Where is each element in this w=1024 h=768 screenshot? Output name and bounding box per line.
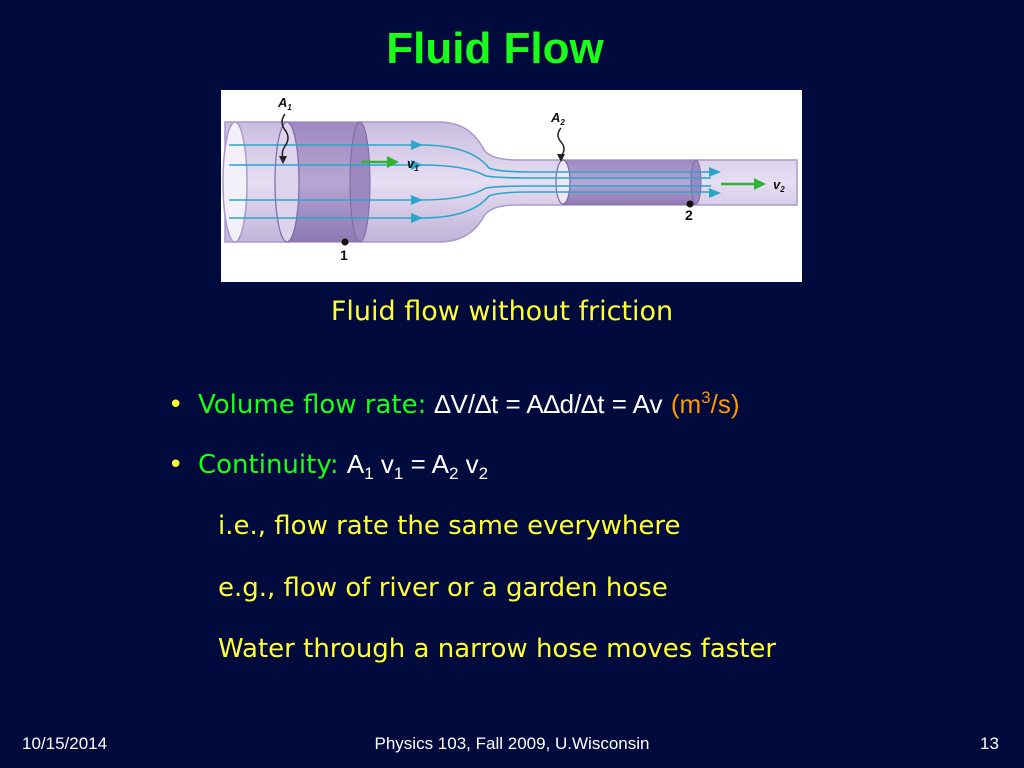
a1-pointer [281,113,289,159]
narrow-section-end [690,159,702,205]
velocity-arrow-v1 [361,156,399,168]
label-a2: A2 [550,110,565,127]
bullet-label: Volume flow rate: [198,390,427,420]
footer-page-number: 13 [980,734,999,753]
bullet-continuity: • Continuity: A1 v1 = A2 v2 [168,449,488,484]
streamlines [229,144,711,219]
label-point-1: 1 [340,247,348,263]
wide-section-face-a1 [274,121,300,243]
label-a1: A1 [277,95,292,112]
streamline-arrowheads [411,140,721,223]
footer-date: 10/15/2014 [22,734,108,753]
explanation-line: e.g., flow of river or a garden hose [218,573,668,603]
footer-course: Physics 103, Fall 2009, U.Wisconsin [374,734,650,753]
formula-volume-flow: ∆V/∆t = A∆d/∆t = Av [434,389,663,419]
bullet-label: Continuity: [198,450,339,480]
point-2-marker [686,200,694,208]
label-v1: v1 [407,156,419,173]
explanation-line: i.e., flow rate the same everywhere [218,511,681,541]
label-point-2: 2 [685,207,693,223]
pipe-illustration: A1 A2 v1 v2 1 2 [222,95,798,263]
figure-caption: Fluid flow without friction [330,296,674,327]
a2-pointer [557,127,565,157]
bullet-marker: • [168,450,184,480]
point-1-marker [341,238,349,246]
velocity-arrow-v2 [721,178,766,190]
bullet-marker: • [168,390,184,420]
fluid-flow-diagram: A1 A2 v1 v2 1 2 [221,90,802,282]
bullet-volume-flow-rate: • Volume flow rate: ∆V/∆t = A∆d/∆t = Av (… [168,388,740,420]
formula-units: (m3/s) [670,388,740,419]
explanation-line: Water through a narrow hose moves faster [218,634,777,664]
formula-continuity: A1 v1 = A2 v2 [346,449,489,483]
narrow-section-volume [563,160,696,205]
wide-section-end [349,121,371,243]
slide-title: Fluid Flow [386,24,604,73]
label-v2: v2 [773,177,785,194]
pipe-left-opening [222,121,248,243]
narrow-section-face-a2 [555,159,571,205]
